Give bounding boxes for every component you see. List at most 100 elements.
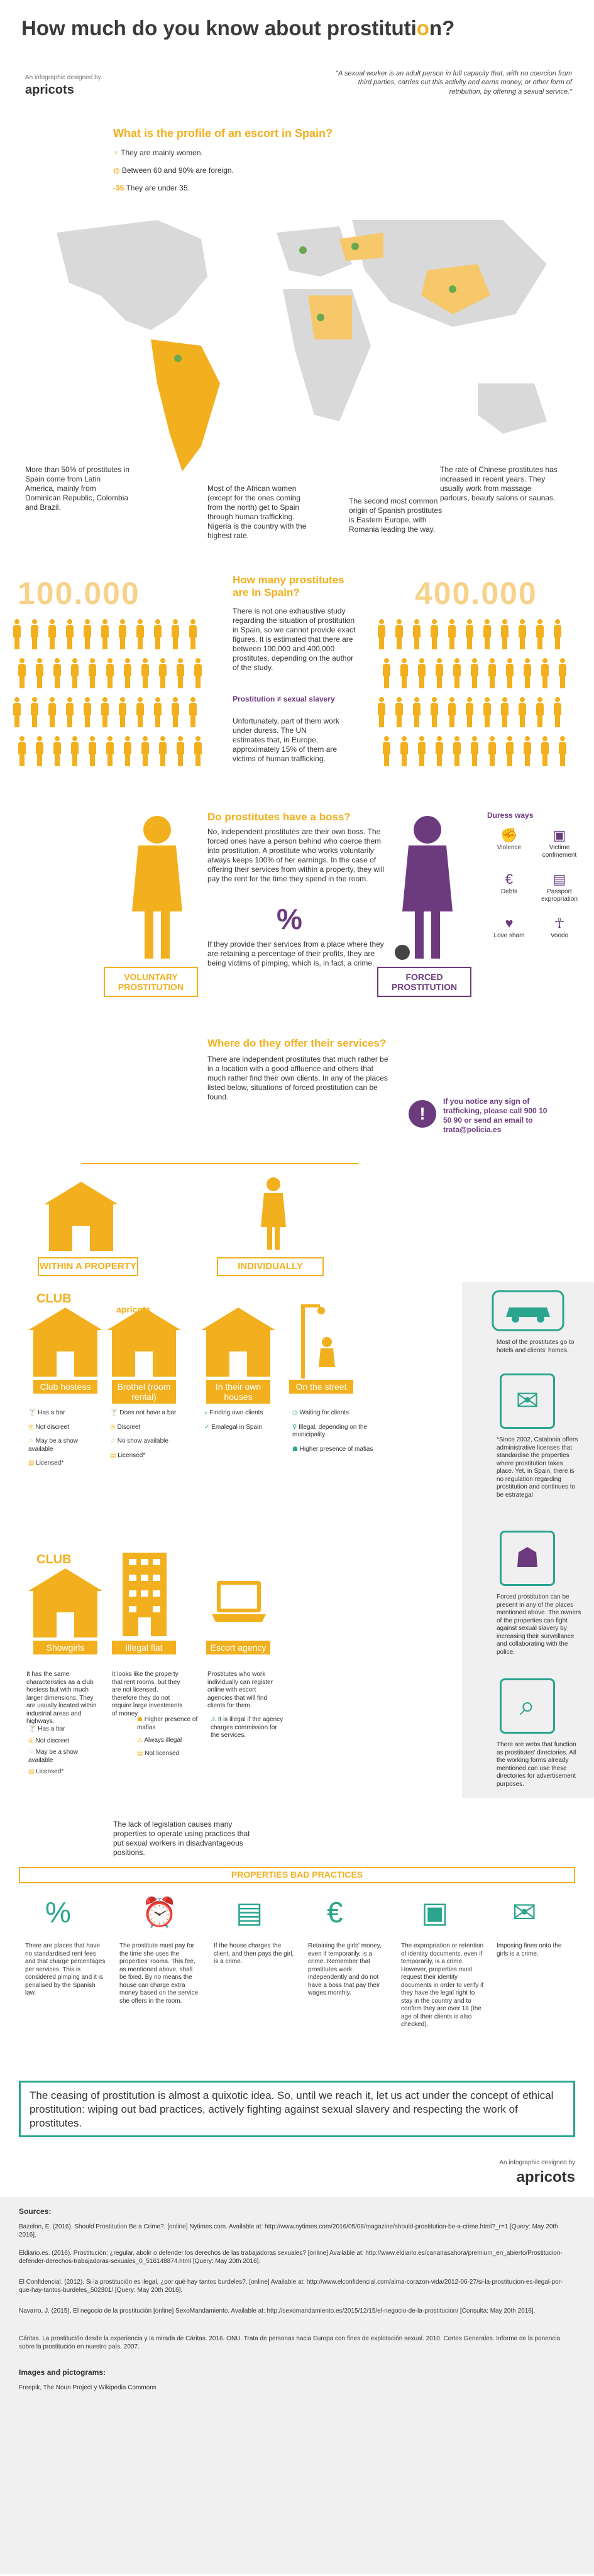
page-title: How much do you know about prostitution? — [21, 16, 455, 40]
profile-item-foreign: ◍ Between 60 and 90% are foreign. — [113, 166, 234, 175]
show-feat-bar: 🍸 Has a bar — [28, 1726, 65, 1732]
brand-logo: apricots — [25, 83, 74, 97]
designed-by-label: An infographic designed by — [25, 74, 101, 81]
brothel-feat-show: ☆ No show available — [110, 1438, 168, 1445]
sources-section: Sources: Bazelon, E. (2016). Should Pros… — [0, 2197, 594, 2574]
person-figure — [541, 658, 549, 688]
person-figure — [53, 658, 62, 688]
person-figure — [30, 619, 39, 649]
licence-icon: ▤ — [28, 1768, 36, 1775]
warning-icon: ⚠ — [137, 1737, 145, 1744]
passport-icon: ▤ — [553, 871, 566, 887]
person-figure — [118, 697, 127, 727]
person-figure — [558, 736, 567, 766]
place-own-houses: In their own houses — [206, 1380, 270, 1404]
club-features: 🍸 Has a bar ◎ Not discreet ☆ May be a sh… — [28, 1409, 104, 1468]
person-figure — [483, 619, 492, 649]
cash-register-icon: ▤ — [236, 1896, 263, 1929]
person-figure — [382, 658, 391, 688]
clock-icon: ◷ — [292, 1409, 300, 1416]
bad-practices-title-bar — [19, 1867, 575, 1883]
person-figure — [141, 736, 150, 766]
street-feat-mafias: ☗ Higher presence of mafias — [292, 1445, 373, 1453]
duress-violence: ✊Violence — [487, 827, 531, 852]
brothel-feat-licensed: ▤ Licensed* — [110, 1451, 146, 1459]
voluntary-label: VOLUNTARY PROSTITUTION — [104, 967, 198, 997]
place-brothel: Brothel (room rental) — [112, 1380, 176, 1404]
person-figure — [541, 736, 549, 766]
person-figure — [453, 658, 461, 688]
person-figure — [153, 697, 162, 727]
person-figure — [194, 736, 202, 766]
person-figure — [448, 697, 456, 727]
show-icon: ☆ — [110, 1438, 118, 1445]
person-figure — [465, 619, 474, 649]
person-figure — [395, 619, 404, 649]
gray-panel — [462, 1282, 594, 1798]
duress-love: ♥Love sham — [487, 915, 531, 940]
show-icon: ☆ — [28, 1749, 36, 1756]
count-text: There is not one exhaustive study regard… — [233, 607, 356, 672]
warning-icon: ⚠ — [211, 1716, 218, 1723]
person-figure — [523, 658, 532, 688]
person-figure — [553, 697, 562, 727]
person-figure — [465, 697, 474, 727]
club-sign: CLUB — [36, 1292, 72, 1306]
percent-symbol: % — [277, 903, 302, 935]
conclusion-text: The ceasing of prostitution is almost a … — [30, 2089, 554, 2130]
connector-line — [82, 1163, 358, 1164]
boss-text-1: No, independent prostitutes are their ow… — [207, 827, 384, 883]
person-figure — [123, 658, 132, 688]
flat-text: It looks like the property that rent roo… — [112, 1671, 183, 1717]
car-icon — [492, 1290, 564, 1331]
person-figure — [488, 658, 497, 688]
note-africa: Most of the African women (except for th… — [207, 484, 307, 540]
person-figure — [35, 736, 44, 766]
licence-icon: ▤ — [28, 1460, 36, 1467]
age-badge: -35 — [113, 184, 124, 192]
person-figure — [417, 658, 426, 688]
person-figure — [189, 619, 197, 649]
heart-icon: ♥ — [505, 915, 514, 931]
person-figure — [553, 619, 562, 649]
place-street: On the street — [289, 1380, 353, 1394]
note-latin-america: More than 50% of prostitutes in Spain co… — [25, 465, 130, 512]
profile-question: What is the profile of an escort in Spai… — [113, 127, 333, 140]
person-figure — [141, 658, 150, 688]
street-feat-illegal: ⚲ Illegal, depending on the municipality — [292, 1423, 368, 1439]
check-icon: ✓ — [204, 1423, 212, 1431]
building-icon — [123, 1553, 167, 1636]
person-figure — [18, 658, 26, 688]
person-figure — [171, 619, 180, 649]
bad-item-2: The prostitute must pay for the time she… — [119, 1942, 199, 2005]
count-question: How many prostitutes are in Spain? — [233, 574, 344, 598]
club-feat-bar: 🍸 Has a bar — [28, 1409, 65, 1416]
person-figure — [500, 619, 509, 649]
bad-item-1: There are places that have no standardis… — [25, 1942, 106, 1996]
glass-icon: 🍸 — [28, 1726, 38, 1732]
bad-icons: % ⏰ ▤ € ▣ ✉ — [19, 1895, 575, 1939]
person-figure — [470, 658, 479, 688]
images-credit: Freepik, The Noun Project y Wikipedia Co… — [19, 2384, 157, 2391]
house-feat-clients: ⌕ Finding own clients — [204, 1409, 263, 1416]
side-licence: *Since 2002, Catalonia offers administra… — [497, 1436, 578, 1499]
voodoo-icon: ☥ — [554, 915, 565, 931]
person-figure — [65, 619, 74, 649]
duress-passport: ▤Passport expropriation — [537, 871, 581, 904]
slavery-text: Unfortunately, part of them work under d… — [233, 717, 339, 763]
person-figure — [523, 736, 532, 766]
person-figure — [412, 619, 421, 649]
person-figure — [123, 736, 132, 766]
person-figure — [417, 736, 426, 766]
individually-label: INDIVIDUALLY — [217, 1257, 324, 1276]
person-figure — [30, 697, 39, 727]
count-high: 400.000 — [415, 576, 537, 611]
person-figure — [106, 658, 114, 688]
voluntary-figure — [132, 816, 182, 959]
person-figure — [435, 658, 444, 688]
side-home: Most of the prostitutes go to hotels and… — [497, 1339, 575, 1354]
world-map — [57, 220, 547, 471]
brothel-feat-discreet: ◎ Discreet — [110, 1423, 141, 1431]
footer-brand-logo: apricots — [516, 2169, 575, 2186]
person-figure — [83, 697, 92, 727]
